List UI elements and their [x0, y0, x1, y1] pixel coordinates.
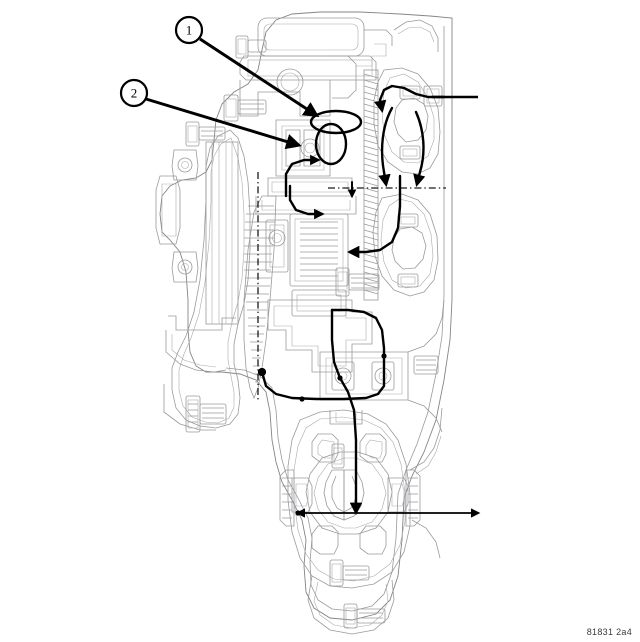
- callout-1[interactable]: 1: [174, 15, 320, 118]
- callout-2-leader: [145, 97, 302, 150]
- fluid-flow-arrows: [257, 84, 481, 518]
- callout-2[interactable]: 2: [119, 78, 302, 150]
- bolt-lower-left: [185, 395, 227, 433]
- bolt-upper-left: [223, 94, 267, 122]
- callout-2-circle[interactable]: [119, 78, 149, 108]
- bolt-upper-left-2: [185, 121, 226, 147]
- chain-column: [363, 69, 379, 301]
- callout-1-leader: [199, 37, 320, 118]
- callout-2-label: 2: [131, 86, 138, 101]
- highlight-ellipse-1: [309, 109, 363, 135]
- highlight-ellipse-2: [314, 122, 348, 166]
- callout-1-label: 1: [186, 23, 193, 38]
- illustration-id: 81831 2a4: [586, 627, 632, 637]
- bolt-mid-center: [335, 267, 380, 297]
- bolt-lower-sump-1: [329, 559, 370, 587]
- bolt-top: [235, 35, 267, 59]
- bolt-diff-upper: [331, 443, 345, 469]
- callout-highlight-ellipses: [309, 109, 363, 166]
- transaxle-case-linework: [155, 11, 453, 635]
- callout-1-circle[interactable]: [174, 15, 204, 45]
- centerlines: [257, 172, 446, 400]
- bolt-lower-sump-2: [343, 603, 386, 629]
